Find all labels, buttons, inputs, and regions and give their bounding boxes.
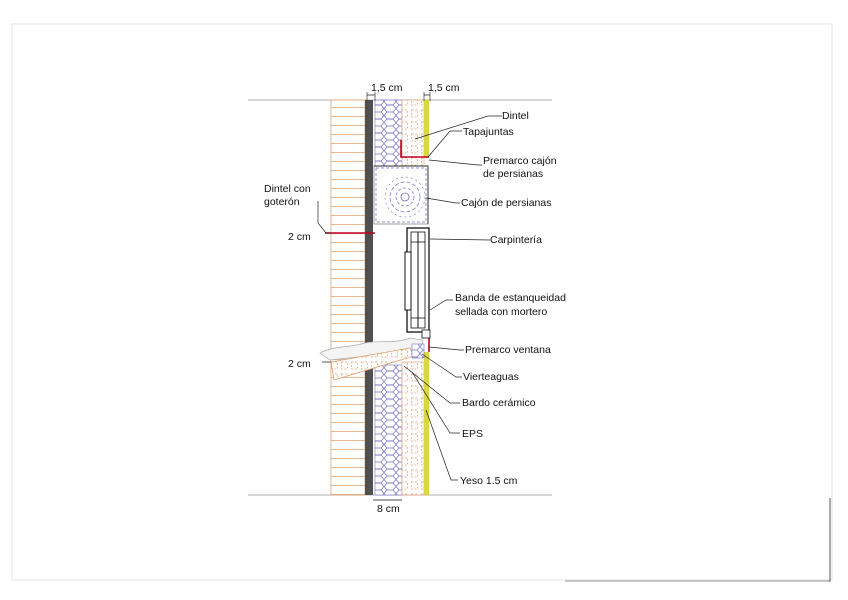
outer-brick-leaf: [330, 99, 366, 496]
label-eps: EPS: [462, 428, 483, 440]
eps-insulation-upper: [374, 99, 403, 167]
window-carpentry: [404, 227, 431, 339]
dark-layer: [365, 100, 373, 495]
plaster-layer-upper: [424, 100, 429, 158]
label-vierteaguas: Vierteaguas: [463, 371, 519, 383]
sheet-border: [11, 23, 833, 581]
eps-insulation-lower: [374, 364, 403, 496]
dim-left-upper: 2 cm: [288, 231, 311, 243]
dim-top-right: 1,5 cm: [428, 82, 460, 94]
dim-left-lower: 2 cm: [288, 358, 311, 370]
label-premarco-cajon-1: Premarco cajón: [483, 155, 557, 167]
label-yeso: Yeso 1.5 cm: [460, 475, 518, 487]
leader-lines: [317, 115, 502, 481]
dintel-red-line: [400, 140, 429, 158]
label-premarco-cajon-2: de persianas: [483, 168, 543, 180]
label-dintel-goteron-1: Dintel con: [264, 183, 311, 195]
dim-bottom: 8 cm: [377, 503, 400, 515]
inner-brick-upper: [401, 99, 425, 167]
plaster-layer-lower: [424, 352, 429, 495]
label-dintel-goteron-2: goterón: [264, 196, 300, 208]
label-banda-2: sellada con mortero: [455, 306, 547, 318]
premarco-cajon-line: [374, 165, 429, 224]
label-tapajuntas: Tapajuntas: [463, 126, 514, 138]
vierteaguas: [411, 343, 425, 359]
label-premarco-ventana: Premarco ventana: [465, 344, 551, 356]
top-dimension: [366, 92, 431, 101]
label-dintel: Dintel: [502, 110, 529, 122]
shutter-box: [373, 165, 429, 225]
inner-brick-lower: [401, 361, 425, 496]
label-cajon-persianas: Cajón de persianas: [461, 197, 551, 209]
label-banda-1: Banda de estanqueidad: [455, 292, 566, 304]
label-bardo: Bardo cerámico: [462, 397, 536, 409]
mortar-band: [319, 337, 425, 361]
dim-top-left: 1,5 cm: [371, 82, 403, 94]
label-carpinteria: Carpintería: [490, 234, 542, 246]
